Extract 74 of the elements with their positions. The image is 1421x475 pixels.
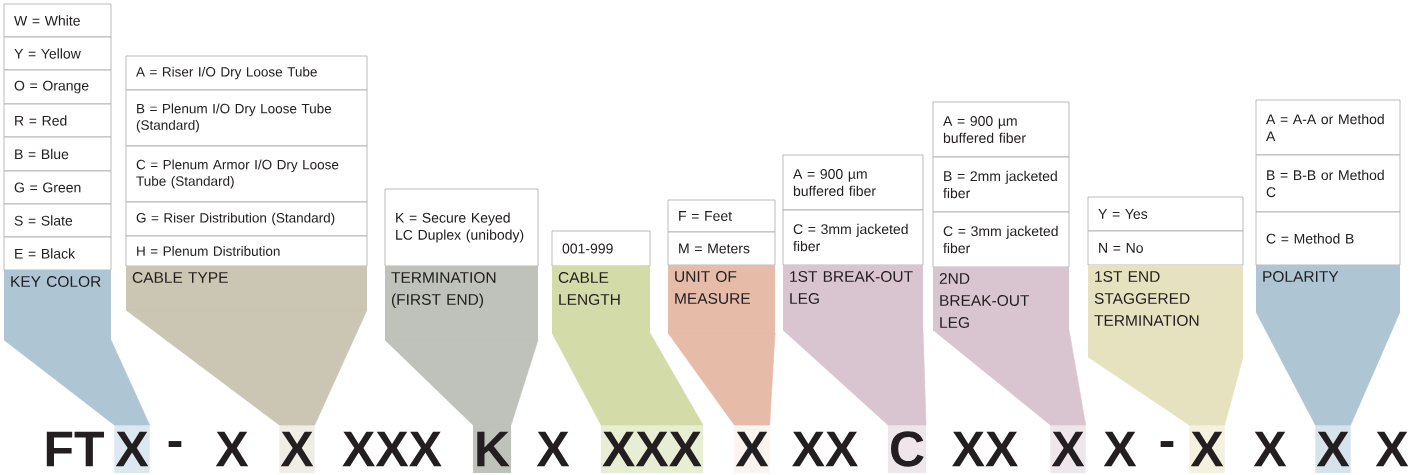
option-cell: G = Green [3, 170, 112, 205]
code-letter: XX [952, 431, 1018, 467]
option-cell: C = Method B [1255, 211, 1401, 266]
option-cell: C = 3mm jacketed fiber [932, 211, 1070, 268]
code-letter: X [1253, 431, 1287, 467]
option-cell: S = Slate [3, 203, 112, 238]
funnel [3, 339, 150, 426]
option-cell: B = Blue [3, 136, 112, 172]
option-cell: Y = Yes [1087, 196, 1244, 232]
option-cell: R = Red [3, 103, 112, 138]
option-cell: O = Orange [3, 69, 112, 105]
option-cell: F = Feet [667, 199, 776, 233]
code-letter: X [215, 431, 249, 467]
category-band: KEY COLOR [4, 270, 111, 340]
code-letter: X [1375, 431, 1409, 467]
funnel [667, 332, 776, 426]
funnel [932, 329, 1086, 426]
code-letter: X [279, 425, 315, 473]
option-cell: N = No [1087, 230, 1244, 266]
category-band: CABLE LENGTH [552, 266, 650, 333]
funnel [1087, 356, 1244, 426]
option-cell: K = Secure Keyed LC Duplex (unibody) [384, 188, 539, 267]
funnel [782, 329, 927, 426]
node-label: 1ST BREAK-OUT LEG [790, 271, 913, 304]
code-letter: FT [46, 431, 104, 467]
node-label: POLARITY [1263, 271, 1339, 282]
code-letter: X [1103, 431, 1137, 467]
option-cell: A = A-A or Method A [1255, 99, 1401, 156]
option-cell: C = 3mm jacketed fiber [782, 209, 924, 266]
code-letter: - [168, 441, 182, 447]
option-cell: B = Plenum I/O Dry Loose Tube (Standard) [125, 89, 368, 147]
code-letter: X [1189, 425, 1225, 473]
code-letter: X [1315, 425, 1351, 473]
category-band: 1ST END STAGGERED TERMINATION [1088, 265, 1243, 357]
funnel [1255, 311, 1401, 426]
option-cell: E = Black [3, 236, 112, 271]
code-letter: XX [792, 431, 858, 467]
category-band: UNIT OF MEASURE [668, 265, 775, 333]
option-cell: W = White [3, 3, 112, 38]
node-label: CABLE TYPE [132, 272, 228, 283]
code-letter: XXX [601, 425, 704, 473]
option-cell: B = 2mm jacketed fiber [932, 156, 1070, 213]
funnel [551, 332, 704, 426]
code-letter: XXX [342, 431, 442, 467]
option-cell: H = Plenum Distribution [125, 235, 368, 267]
node-label: KEY COLOR [11, 276, 101, 287]
option-cell: A = Riser I/O Dry Loose Tube [125, 55, 368, 91]
category-band: 2ND BREAK-OUT LEG [933, 267, 1069, 330]
option-cell: 001-999 [551, 230, 651, 267]
code-letter: - [1160, 441, 1174, 447]
funnel [384, 339, 539, 426]
code-letter: X [536, 431, 570, 467]
code-letter: X [114, 425, 150, 473]
node-label: UNIT OF MEASURE [675, 271, 750, 304]
option-cell: B = B-B or Method C [1255, 154, 1401, 213]
option-cell: Y = Yellow [3, 36, 112, 71]
node-label: CABLE LENGTH [558, 272, 620, 305]
category-band: TERMINATION (FIRST END) [385, 266, 538, 340]
category-band: POLARITY [1256, 265, 1400, 312]
category-band: 1ST BREAK-OUT LEG [783, 265, 923, 330]
code-letter: K [472, 425, 512, 473]
node-label: 1ST END STAGGERED TERMINATION [1094, 271, 1199, 326]
code-letter: X [1050, 425, 1086, 473]
node-label: TERMINATION (FIRST END) [391, 272, 496, 309]
option-cell: C = Plenum Armor I/O Dry Loose Tube (Standard) [125, 145, 368, 203]
funnel [125, 309, 368, 426]
option-cell: A = 900 µm buffered fiber [782, 154, 924, 211]
option-cell: A = 900 µm buffered fiber [932, 101, 1070, 158]
code-letter: X [734, 425, 770, 473]
code-letter: C [887, 425, 927, 473]
option-cell: G = Riser Distribution (Standard) [125, 201, 368, 237]
option-cell: M = Meters [667, 231, 776, 266]
category-band: CABLE TYPE [126, 266, 367, 310]
node-label: 2ND BREAK-OUT LEG [939, 273, 1030, 328]
